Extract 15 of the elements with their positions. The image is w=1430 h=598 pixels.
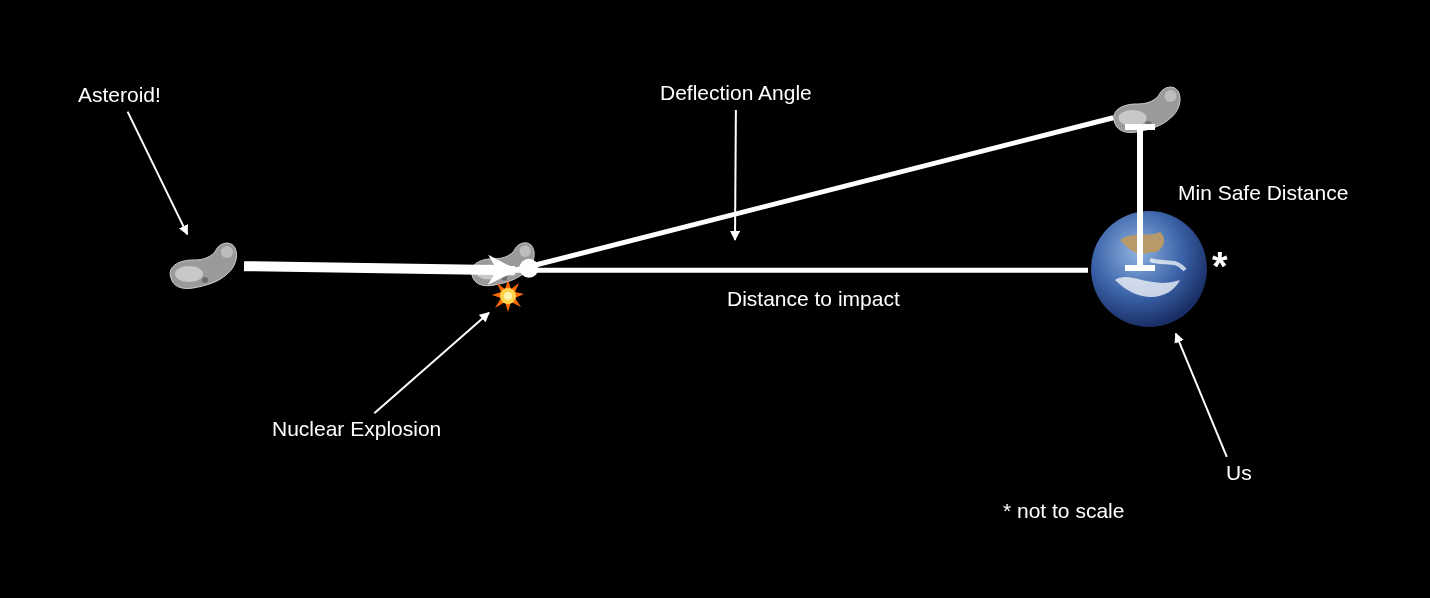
callout-label: Asteroid!	[78, 82, 161, 108]
motion-arrow	[243, 254, 518, 285]
leader-arrow	[373, 311, 490, 415]
callout-label: Deflection Angle	[660, 80, 812, 106]
trajectory-line	[514, 267, 1088, 273]
leader-arrow	[730, 109, 741, 241]
leader-arrow	[126, 110, 189, 236]
footnote: * not to scale	[1003, 498, 1125, 524]
explosion-picture	[492, 280, 524, 312]
callout-label: Us	[1226, 460, 1252, 486]
leader-arrow	[1174, 332, 1228, 458]
dimension-label: Min Safe Distance	[1178, 180, 1349, 206]
callout-label: Nuclear Explosion	[272, 416, 442, 442]
footnote-mark: *	[1212, 246, 1228, 286]
earth-picture	[1090, 210, 1208, 328]
